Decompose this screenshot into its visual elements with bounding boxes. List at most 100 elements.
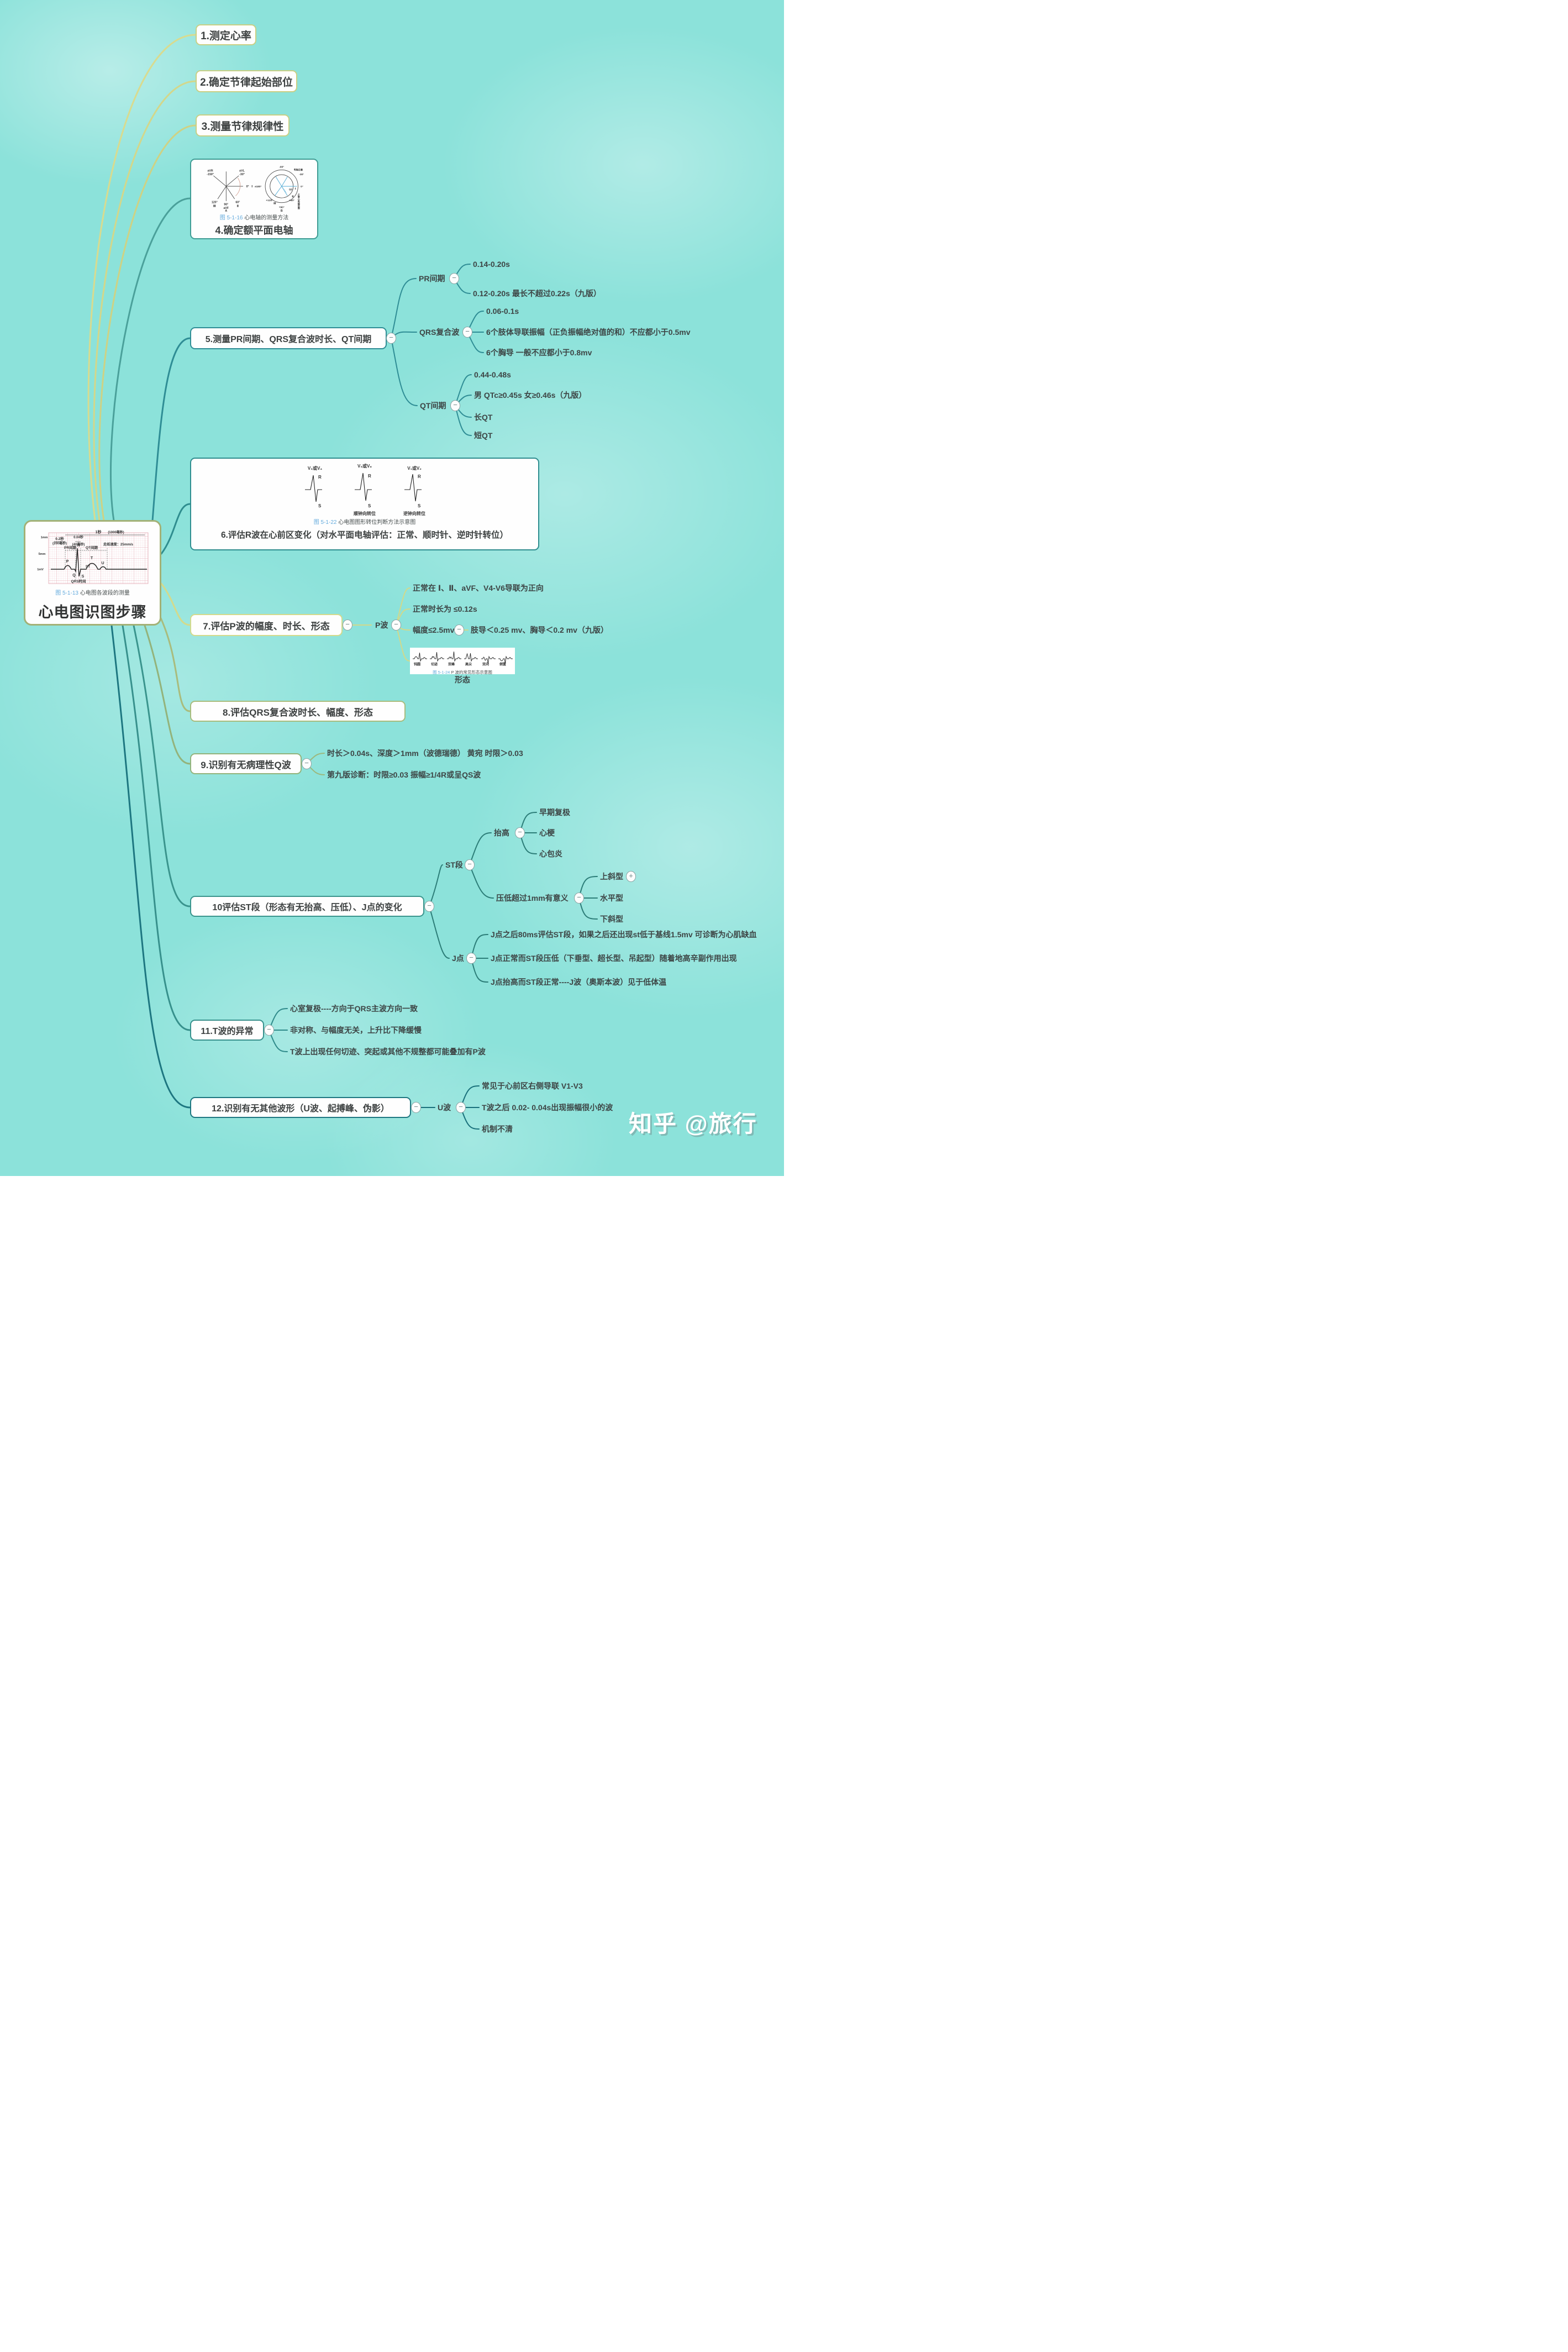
figure-caption-text: 心电图各波段的测量 — [80, 590, 130, 596]
collapse-control[interactable]: − — [449, 273, 459, 284]
p-shape-label[interactable]: 形态 — [455, 675, 470, 684]
topic-11[interactable]: 11.T波的异常 — [190, 1020, 264, 1041]
collapse-control[interactable]: − — [424, 901, 434, 912]
t-wave-child[interactable]: 非对称、与幅度无关，上升比下降缓慢 — [290, 1026, 422, 1035]
topic-10[interactable]: 10评估ST段（形态有无抬高、压低）、J点的变化 — [190, 896, 424, 917]
fig-label: -30° — [299, 173, 304, 176]
p-wave-child[interactable]: 正常在 Ⅰ、Ⅱ、aVF、V4-V6导联为正向 — [413, 584, 544, 592]
branch-line — [429, 864, 443, 907]
central-topic[interactable]: 1秒 (1000毫秒) 0.2秒 (200毫秒) 0.04秒 (40毫秒) 走纸… — [24, 520, 161, 626]
topic-4[interactable]: aVR -150° aVL -30° 0° Ⅰ 60° Ⅱ 90° aVF 12… — [190, 159, 318, 239]
qrs-child[interactable]: 6个肢体导联振幅（正负振幅绝对值的和）不应都小于0.5mv — [486, 328, 691, 337]
collapse-control[interactable]: − — [411, 1102, 421, 1113]
fig-label: Ⅲ — [213, 204, 216, 208]
fig-label: 走纸速度：25mm/s — [103, 542, 134, 547]
collapse-control[interactable]: − — [391, 620, 401, 631]
qrs-child[interactable]: 0.06-0.1s — [486, 307, 519, 316]
qt-child[interactable]: 短QT — [474, 431, 493, 440]
st-depression-child[interactable]: 水平型 — [600, 894, 623, 902]
p-amplitude-child[interactable]: 肢导＜0.25 mv、胸导＜0.2 mv（九版） — [471, 626, 608, 634]
collapse-control[interactable]: − — [465, 859, 475, 870]
collapse-control[interactable]: − — [450, 400, 460, 411]
fig-label: QT间期 — [85, 545, 98, 550]
st-depression-child[interactable]: 上斜型 — [600, 872, 623, 881]
q-wave-child[interactable]: 第九版诊断：时限≥0.03 振幅≥1/4R或呈QS波 — [327, 770, 481, 779]
collapse-control[interactable]: − — [302, 758, 312, 769]
collapse-control[interactable]: − — [466, 953, 476, 964]
topic-3[interactable]: 3.测量节律规律性 — [196, 114, 290, 136]
topic-2[interactable]: 2.确定节律起始部位 — [196, 70, 297, 92]
collapse-control[interactable]: − — [454, 624, 464, 636]
fig-label: 120° — [212, 201, 218, 204]
topic-label: 8.评估QRS复合波时长、幅度、形态 — [222, 707, 373, 718]
u-wave-child[interactable]: 常见于心前区右侧导联 V1-V3 — [482, 1082, 583, 1090]
st-depression-label[interactable]: 压低超过1mm有意义 — [496, 894, 569, 902]
u-wave-label[interactable]: U波 — [438, 1103, 451, 1112]
collapse-control[interactable]: − — [462, 327, 472, 338]
t-wave-child[interactable]: 心室复极----方向于QRS主波方向一致 — [290, 1004, 418, 1013]
topic-label: 6.评估R波在心前区变化（对水平面电轴评估：正常、顺时针、逆时针转位） — [220, 531, 509, 540]
u-wave-child[interactable]: T波之后 0.02- 0.04s出现振幅很小的波 — [482, 1103, 613, 1112]
collapse-control[interactable]: − — [386, 333, 396, 344]
fig-label: 60° — [235, 201, 240, 204]
st-elevation-child[interactable]: 心包炎 — [539, 849, 562, 858]
collapse-control[interactable]: − — [515, 827, 525, 838]
topic-label: 12.识别有无其他波形（U波、起搏峰、伪影） — [212, 1104, 390, 1114]
branch-line — [455, 405, 472, 436]
expand-control[interactable]: + — [626, 871, 636, 882]
topic-12[interactable]: 12.识别有无其他波形（U波、起搏峰、伪影） — [190, 1097, 411, 1118]
mindmap-canvas: 1秒 (1000毫秒) 0.2秒 (200毫秒) 0.04秒 (40毫秒) 走纸… — [0, 0, 784, 1176]
st-elevation-child[interactable]: 早期复极 — [539, 808, 570, 817]
t-wave-child[interactable]: T波上出现任何切迹、突起或其他不规整都可能叠加有P波 — [290, 1047, 486, 1056]
j-point-child[interactable]: J点之后80ms评估ST段，如果之后还出现st低于基线1.5mv 可诊断为心肌缺… — [491, 930, 757, 939]
qt-interval-label[interactable]: QT间期 — [420, 401, 446, 410]
collapse-control[interactable]: − — [343, 620, 352, 631]
branch-line — [396, 587, 411, 626]
pr-child[interactable]: 0.12-0.20s 最长不超过0.22s（九版） — [473, 289, 601, 298]
fig-label: Ⅰ — [251, 185, 252, 188]
fig-label: -30° — [239, 173, 245, 176]
topic-9[interactable]: 9.识别有无病理性Q波 — [190, 753, 302, 774]
p-wave-label[interactable]: P波 — [375, 621, 388, 629]
st-elevation-child[interactable]: 心梗 — [539, 828, 555, 837]
j-point-child[interactable]: J点正常而ST段压低（下垂型、超长型、吊起型）随着地高辛副作用出现 — [491, 954, 737, 963]
qt-child[interactable]: 男 QTc≥0.45s 女≥0.46s（九版） — [474, 391, 587, 400]
st-depression-child[interactable]: 下斜型 — [600, 915, 623, 923]
p-wave-child[interactable]: 正常时长为 ≤0.12s — [413, 605, 477, 613]
collapse-control[interactable]: − — [264, 1025, 274, 1036]
p-wave-child[interactable]: 幅度≤2.5mv — [413, 626, 455, 634]
fig-label: 0° — [301, 185, 303, 188]
fig-label: -150° — [207, 173, 214, 176]
qt-child[interactable]: 0.44-0.48s — [474, 370, 511, 379]
qt-child[interactable]: 长QT — [474, 413, 493, 422]
qrs-complex-label[interactable]: QRS复合波 — [419, 328, 460, 337]
ecg-measurement-figure: 1秒 (1000毫秒) 0.2秒 (200毫秒) 0.04秒 (40毫秒) 走纸… — [37, 529, 148, 584]
branch-line — [160, 503, 191, 555]
fig-label: 正常心电轴范围 — [298, 193, 301, 209]
st-elevation-label[interactable]: 抬高 — [494, 828, 509, 837]
topic-5[interactable]: 5.测量PR间期、QRS复合波时长、QT间期 — [190, 327, 387, 349]
j-point-label[interactable]: J点 — [452, 954, 464, 963]
collapse-control[interactable]: − — [574, 893, 584, 904]
fig-label: (1000毫秒) — [108, 530, 124, 534]
topic-6[interactable]: V₃或V₄ V₅或V₆ V₁或V₂ R R R S S S 顺钟向转位 逆钟向转… — [190, 458, 539, 550]
topic-8[interactable]: 8.评估QRS复合波时长、幅度、形态 — [190, 701, 406, 722]
fig-label: 1秒 — [95, 529, 101, 534]
topic-label: 9.识别有无病理性Q波 — [201, 759, 291, 770]
fig-label: V₁或V₂ — [407, 465, 422, 471]
topic-7[interactable]: 7.评估P波的幅度、时长、形态 — [190, 614, 343, 636]
st-segment-label[interactable]: ST段 — [445, 860, 463, 869]
qrs-child[interactable]: 6个胸导 一般不应都小于0.8mv — [486, 348, 592, 357]
fig-label: 0° — [246, 185, 249, 188]
u-wave-child[interactable]: 机制不清 — [482, 1125, 513, 1133]
fig-label: 1mm — [40, 536, 48, 539]
topic-1[interactable]: 1.测定心率 — [196, 24, 256, 45]
pr-child[interactable]: 0.14-0.20s — [473, 260, 510, 269]
q-wave-child[interactable]: 时长＞0.04s、深度＞1mm（波德瑞德） 黄宛 时限＞0.03 — [327, 749, 523, 758]
fig-label: A — [225, 209, 227, 212]
fig-label: 0.04秒 — [73, 535, 83, 539]
fig-label: R — [368, 474, 371, 479]
collapse-control[interactable]: − — [456, 1102, 466, 1113]
pr-interval-label[interactable]: PR间期 — [419, 274, 445, 283]
j-point-child[interactable]: J点抬高而ST段正常----J波（奥斯本波）见于低体温 — [491, 978, 667, 986]
